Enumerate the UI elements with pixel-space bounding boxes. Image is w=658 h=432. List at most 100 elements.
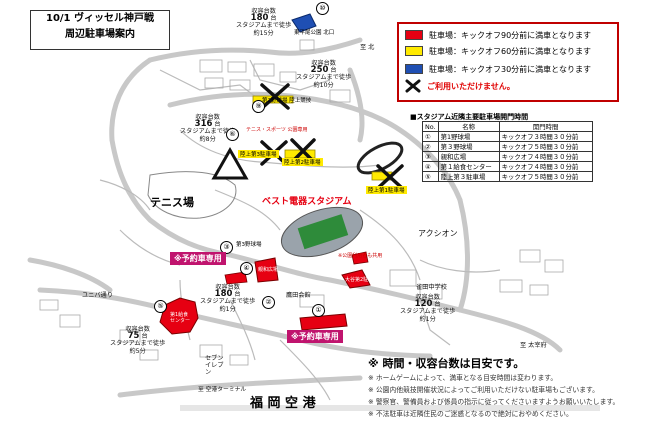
lot9-name: 第2野球場 陸上競技 [262,98,312,104]
lot1-k: 収容台数 [415,294,440,301]
map-header: 10/1 ヴィッセル神戸戦 周辺駐車場案内 [30,10,170,50]
tennis-note: テニス・スポーツ 公園専用 [246,127,308,133]
table-header-no: No. [422,121,439,132]
table-cell: ④ [422,161,439,172]
lot9-cap: 250 [310,65,329,76]
notes-block: ※ 時間・収容台数は目安です。 ※ ホームゲームによって、満車となる目安時間は変… [368,356,619,420]
lot-red-2 [224,271,248,285]
table-header-time: 開門時間 [498,121,593,132]
lot-red-stadium-2 [351,251,369,265]
yunibadori-label: ユニバ通り [82,292,113,299]
lot6-cap: 316 [194,119,213,130]
marker-6: ⑥ [226,128,239,141]
reserved-label-2: ※予約車専用 [287,330,343,343]
lot10-k: 収容台数 [251,8,276,15]
lot10-name: 東平尾公園 北口 [294,30,335,36]
legend-x-label: ご利用いただけません。 [427,81,515,91]
table-header-row: No. 名称 開門時間 [422,121,593,132]
legend-box: 駐車場：キックオフ90分前に満車となります 駐車場：キックオフ60分前に満車とな… [397,22,619,102]
lot-red-4 [254,257,279,283]
note-1: ※ ホームゲームによって、満車となる目安時間は変わります。 [368,374,558,382]
table-cell: 親和広場 [437,151,500,162]
lot1-info: 収容台数 120 台 スタジアムまで徒歩 約1分 [400,294,455,323]
lot1-walk: スタジアムまで徒歩 [400,308,456,316]
lot-rikujo1-label: 陸上第1駐車場 [366,186,407,194]
airport-strip [180,405,600,411]
public-note: ※公園利用者も共用 [338,253,383,259]
lot10-walk: スタジアムまで徒歩 [236,22,292,30]
tennis-label: テニス場 [150,196,194,209]
lot-red-1 [299,313,348,331]
gakko-label: 大谷第2駐車場 [345,277,379,283]
table-cell: キックオフ５時間３０分前 [498,141,593,152]
lot5-cap: 75 [127,331,140,342]
terminal-label: 至 空港ターミナル [198,387,247,393]
lot10-time: 約15分 [253,29,274,37]
lot9-walk: スタジアムまで徒歩 [296,74,352,82]
table-cell: 陸上第３駐車場 [437,171,500,182]
lot10-unit: 台 [270,15,277,23]
lot-rikujo2-label: 陸上第2駐車場 [282,158,323,166]
shimin-label: 鷹田会館 [286,292,311,299]
table-cell: ⑤ [422,171,439,182]
marker-5: ⑤ [154,300,167,313]
table-cell: ② [422,141,439,152]
yellow-swatch [405,46,423,56]
tennis-triangle [211,146,249,180]
lot2-info: 収容台数 180 台 スタジアムまで徒歩 約1分 [200,284,255,313]
header-line2: 周辺駐車場案内 [65,29,135,40]
x-mark-icon [405,79,421,93]
legend-red-row: 駐車場：キックオフ90分前に満車となります [405,28,591,42]
blue-swatch [405,64,423,74]
lot9-info: 収容台数 250 台 スタジアムまで徒歩 約10分 [296,60,351,89]
stadium-label: ベスト電器スタジアム [262,197,352,207]
lot6-k: 収容台数 [195,114,220,121]
lot1-time: 約1分 [419,315,436,323]
table-cell: キックオフ４時間３０分前 [498,151,593,162]
lot-rikujo3-label: 陸上第3駐車場 [238,150,279,158]
legend-red-label: 駐車場：キックオフ90分前に満車となります [429,30,591,40]
legend-yellow-row: 駐車場：キックオフ60分前に満車となります [405,44,591,58]
lot5-unit: 台 [141,333,148,341]
table-cell: キックオフ５時間３０分前 [498,171,593,182]
legend-blue-row: 駐車場：キックオフ30分前に満車となります [405,62,591,76]
note-3: ※ 警察官、警備員および係員の指示に従ってくださいますようお願いいたします。 [368,398,620,406]
lot9-unit: 台 [330,67,337,75]
lot2-walk: スタジアムまで徒歩 [200,298,256,306]
lot6-walk: スタジアムまで徒歩 [180,128,236,136]
building-blocks [39,39,564,366]
lot6-info: 収容台数 316 台 スタジアムまで徒歩 約8分 [180,114,235,143]
lot6-unit: 台 [214,121,221,129]
kyushoku-label: 第1給食 センター [170,312,191,324]
table-cell: 第1野球場 [437,131,500,142]
lot2-cap: 180 [214,289,233,300]
marker-10: ⑩ [316,2,329,15]
lot10-cap: 180 [250,13,269,24]
table-cell: キックオフ３時間３０分前 [498,131,593,142]
lot5-walk: スタジアムまで徒歩 [110,340,166,348]
action-label: アクシオン [418,229,458,238]
lot5-info: 収容台数 75 台 スタジアムまで徒歩 約5分 [110,326,165,355]
tennis-area [147,171,237,219]
marker-4: ④ [240,262,253,275]
table-cell: ① [422,131,439,142]
lot5-red [159,297,199,335]
marker-2: ② [262,296,275,309]
lot2-time: 約1分 [219,305,236,313]
legend-x-row: ご利用いただけません。 [405,79,515,93]
note-main: ※ 時間・収容台数は目安です。 [368,357,525,370]
lot5-time: 約5分 [129,347,146,355]
yakyu3-label: 第3野球場 [236,242,262,248]
lot6-time: 約8分 [199,135,216,143]
lot-blue-10 [291,13,317,33]
marker-9: ⑨ [252,100,265,113]
table-cell: 第１給食センター [437,161,500,172]
lot2-unit: 台 [234,291,241,299]
lot-red-stadium-1 [341,269,371,289]
lot5-k: 収容台数 [125,326,150,333]
roads [27,37,563,398]
